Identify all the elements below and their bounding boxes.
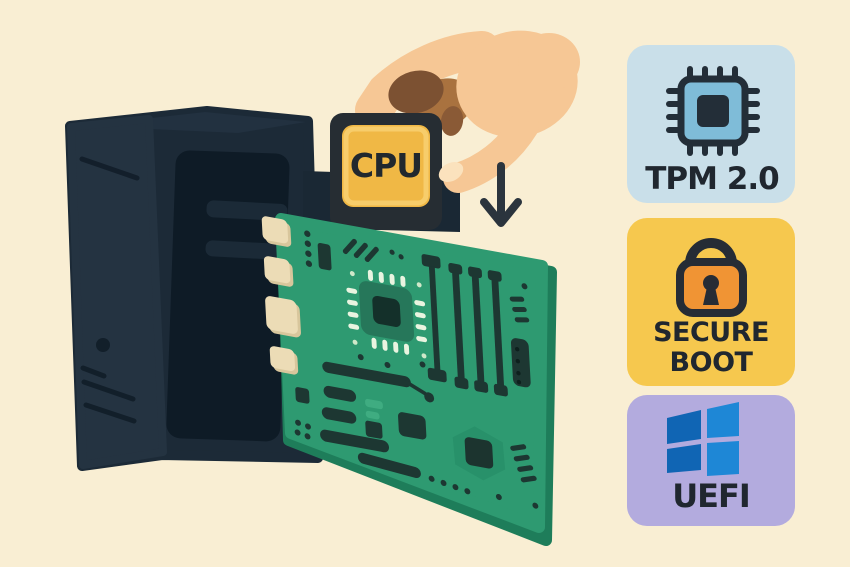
badge-uefi: UEFI [627, 395, 795, 526]
tower-front-panel [166, 150, 290, 442]
palm [518, 33, 580, 91]
drive-bay [205, 240, 287, 260]
bent-finger-tip [440, 106, 464, 136]
io-connector [510, 338, 531, 388]
light-green-chips [365, 398, 383, 420]
dots-2x2 [294, 419, 311, 440]
vent-line [80, 365, 107, 379]
port-connector [265, 296, 298, 334]
tower-slot-vent [79, 156, 140, 181]
index-finger [438, 111, 539, 193]
chipset-chip [464, 437, 494, 469]
windows-logo-icon [667, 402, 739, 476]
port-connector [263, 256, 291, 284]
arrow-head [480, 198, 522, 227]
badge-uefi-label: UEFI [672, 477, 750, 515]
hand [355, 30, 580, 138]
port-connector [269, 346, 296, 372]
badge-tpm-label: TPM 2.0 [645, 161, 779, 197]
cpu-face-bevel [343, 126, 429, 206]
padlock-icon [676, 238, 747, 317]
drive-bay [206, 200, 288, 221]
socket-corner-dots [349, 271, 427, 359]
badge-secure-label-line2: BOOT [670, 347, 754, 378]
dots-under-socket [357, 354, 426, 369]
power-button [96, 338, 110, 352]
tower-left-face [67, 115, 167, 469]
trace-line [404, 380, 428, 396]
thumb [355, 31, 501, 129]
fingernail [438, 161, 464, 183]
bent-finger-shadow [388, 70, 444, 114]
index-finger-shape [443, 111, 539, 193]
cpu-label: CPU [350, 146, 422, 185]
bottom-right-slashes [510, 444, 537, 483]
silkscreen-slashes [342, 238, 379, 263]
badge-secure-boot: SECURE BOOT [627, 218, 795, 386]
board-components [261, 216, 539, 509]
right-dashes [509, 296, 530, 323]
down-arrow-icon [480, 162, 522, 227]
badge-tpm: TPM 2.0 [627, 45, 795, 203]
badge-secure-label-line1: SECURE [653, 317, 769, 348]
port-connector [261, 216, 289, 244]
traces [295, 361, 427, 479]
vent-line [83, 402, 137, 424]
chip-icon [666, 66, 760, 156]
ram-slots [421, 254, 508, 397]
edge-connectors [261, 216, 298, 372]
small-components [304, 230, 332, 271]
cpu-socket [346, 269, 428, 359]
bottom-dots [428, 475, 539, 509]
motherboard [261, 213, 557, 546]
cpu-chip: CPU [330, 113, 442, 230]
socket-cavity [372, 295, 401, 327]
vent-line [81, 379, 136, 402]
io-connector-pins [514, 346, 522, 385]
cpu-face [342, 125, 430, 207]
socket-pins [346, 269, 428, 355]
